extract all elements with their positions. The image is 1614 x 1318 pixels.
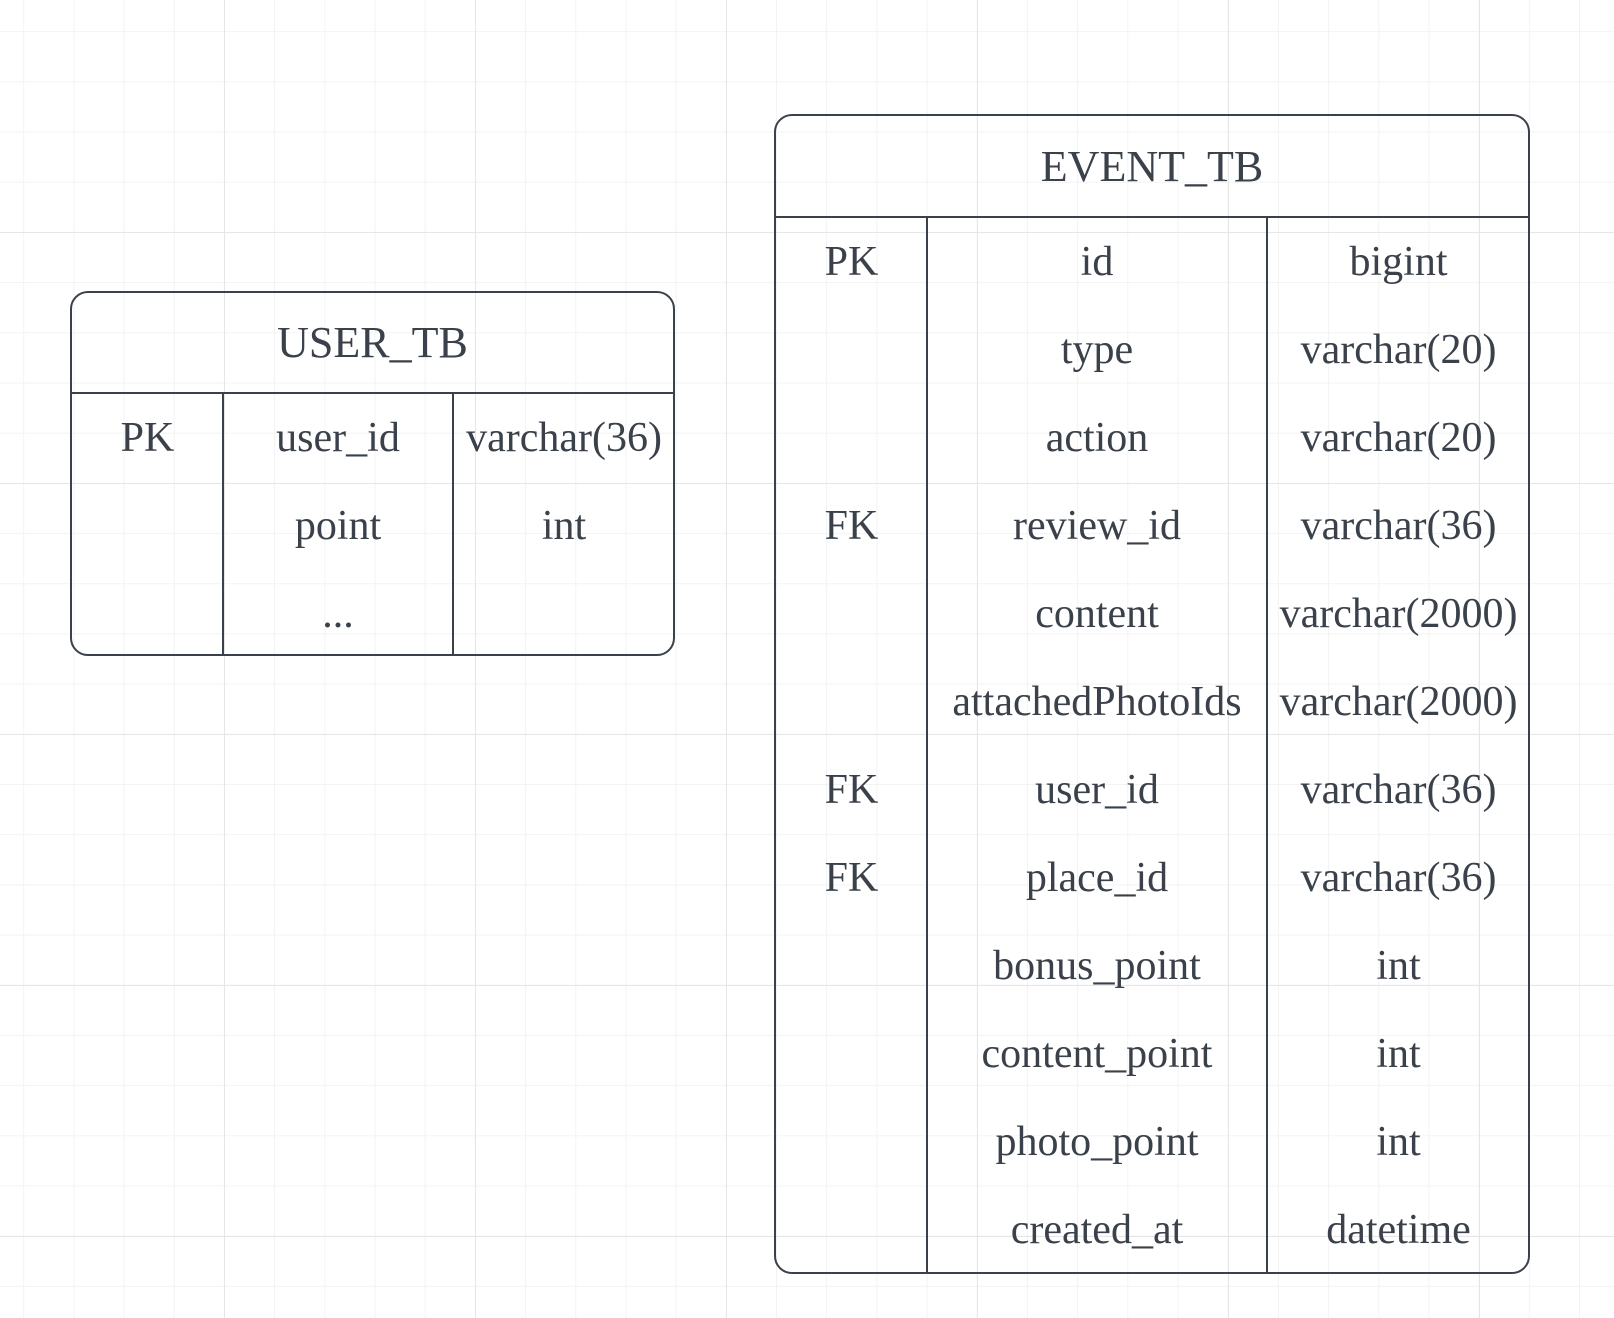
column-name-cell: type bbox=[1060, 327, 1134, 373]
column-type-cell: bigint bbox=[1349, 239, 1448, 285]
column-name-cell: review_id bbox=[1013, 503, 1181, 549]
column-name-cell: photo_point bbox=[995, 1119, 1199, 1165]
table-row[interactable]: attachedPhotoIds varchar(2000) bbox=[776, 658, 1528, 746]
entity-user-tb[interactable]: USER_TB PK user_id varchar(36) point int… bbox=[70, 291, 675, 656]
key-cell bbox=[776, 1186, 927, 1272]
key-cell: FK bbox=[824, 503, 879, 549]
column-type-cell: varchar(2000) bbox=[1279, 679, 1518, 725]
entity-event-tb[interactable]: EVENT_TB PK id bigint type varchar(20) a… bbox=[774, 114, 1530, 1274]
table-row[interactable]: type varchar(20) bbox=[776, 306, 1528, 394]
column-type-cell: varchar(36) bbox=[466, 415, 662, 461]
table-row[interactable]: created_at datetime bbox=[776, 1186, 1528, 1272]
key-cell bbox=[776, 1010, 927, 1098]
key-cell: FK bbox=[824, 855, 879, 901]
column-type-cell: int bbox=[1376, 1031, 1421, 1077]
column-type-cell: varchar(36) bbox=[1300, 767, 1497, 813]
entity-body: PK user_id varchar(36) point int ... bbox=[72, 394, 673, 654]
column-name-cell: content_point bbox=[981, 1031, 1213, 1077]
key-cell bbox=[776, 394, 927, 482]
table-row[interactable]: PK user_id varchar(36) bbox=[72, 394, 673, 482]
table-row[interactable]: PK id bigint bbox=[776, 218, 1528, 306]
key-cell bbox=[776, 306, 927, 394]
key-cell bbox=[776, 1098, 927, 1186]
table-row[interactable]: point int bbox=[72, 482, 673, 570]
key-cell bbox=[776, 570, 927, 658]
column-name-cell: point bbox=[294, 503, 382, 549]
table-row[interactable]: action varchar(20) bbox=[776, 394, 1528, 482]
key-cell bbox=[72, 482, 223, 570]
column-divider bbox=[1266, 218, 1268, 1272]
column-type-cell: int bbox=[541, 503, 587, 549]
column-type-cell: datetime bbox=[1326, 1207, 1471, 1253]
column-name-cell: user_id bbox=[1035, 767, 1159, 813]
column-type-cell bbox=[453, 570, 673, 654]
column-type-cell: int bbox=[1376, 943, 1421, 989]
column-name-cell: attachedPhotoIds bbox=[952, 679, 1242, 725]
column-name-cell: place_id bbox=[1025, 855, 1169, 901]
table-row[interactable]: FK user_id varchar(36) bbox=[776, 746, 1528, 834]
column-type-cell: varchar(36) bbox=[1300, 503, 1497, 549]
table-row[interactable]: content varchar(2000) bbox=[776, 570, 1528, 658]
column-divider bbox=[222, 394, 224, 654]
column-name-cell: created_at bbox=[1010, 1207, 1184, 1253]
table-row[interactable]: content_point int bbox=[776, 1010, 1528, 1098]
entity-title: USER_TB bbox=[72, 293, 673, 394]
key-cell bbox=[776, 658, 927, 746]
column-type-cell: varchar(36) bbox=[1300, 855, 1497, 901]
entity-title: EVENT_TB bbox=[776, 116, 1528, 218]
column-name-cell: content bbox=[1035, 591, 1159, 637]
column-name-cell: bonus_point bbox=[993, 943, 1201, 989]
column-type-cell: varchar(2000) bbox=[1279, 591, 1518, 637]
column-divider bbox=[926, 218, 928, 1272]
column-type-cell: int bbox=[1376, 1119, 1421, 1165]
column-name-cell: action bbox=[1045, 415, 1149, 461]
key-cell: PK bbox=[120, 415, 175, 461]
column-name-cell: user_id bbox=[276, 415, 400, 461]
key-cell: PK bbox=[824, 239, 879, 285]
key-cell: FK bbox=[824, 767, 879, 813]
entity-body: PK id bigint type varchar(20) action var… bbox=[776, 218, 1528, 1272]
table-row[interactable]: photo_point int bbox=[776, 1098, 1528, 1186]
key-cell bbox=[776, 922, 927, 1010]
column-type-cell: varchar(20) bbox=[1300, 327, 1497, 373]
key-cell bbox=[72, 570, 223, 654]
table-row[interactable]: bonus_point int bbox=[776, 922, 1528, 1010]
column-type-cell: varchar(20) bbox=[1300, 415, 1497, 461]
column-name-cell: ... bbox=[322, 591, 354, 637]
table-row[interactable]: FK review_id varchar(36) bbox=[776, 482, 1528, 570]
column-divider bbox=[452, 394, 454, 654]
table-row[interactable]: ... bbox=[72, 570, 673, 654]
table-row[interactable]: FK place_id varchar(36) bbox=[776, 834, 1528, 922]
column-name-cell: id bbox=[1080, 239, 1114, 285]
